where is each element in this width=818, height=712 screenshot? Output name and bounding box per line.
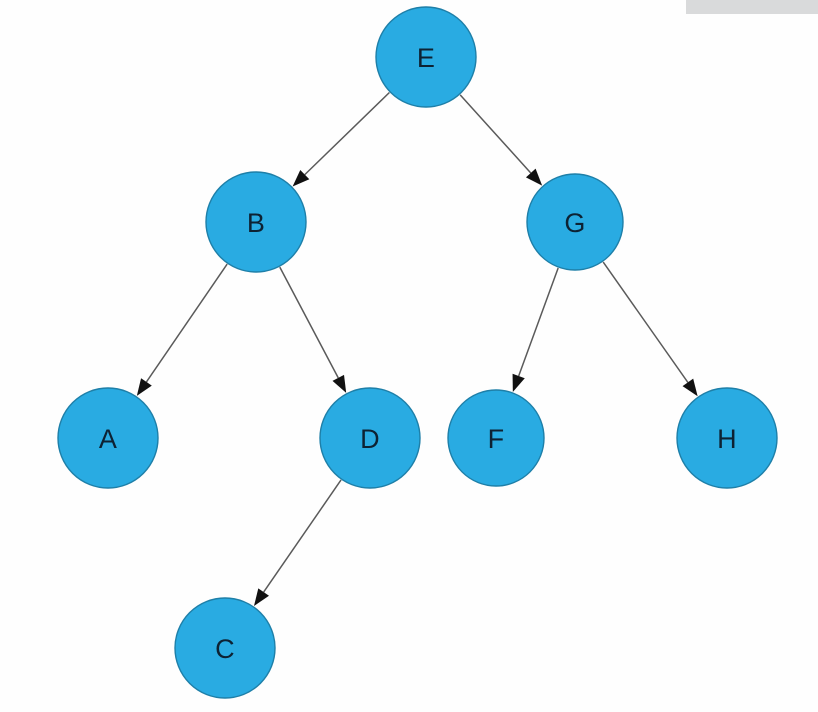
node-circle[interactable] (57, 387, 159, 489)
edges-layer (136, 91, 698, 607)
edge-g-to-f (512, 267, 559, 392)
edge-d-to-c (253, 479, 342, 607)
edge-e-to-b (292, 91, 390, 187)
node-label: D (360, 424, 380, 454)
edge-line (304, 91, 390, 176)
node-circle[interactable] (676, 387, 778, 489)
edge-g-to-h (602, 261, 698, 397)
tree-node-f[interactable]: F (447, 389, 545, 487)
tree-node-g[interactable]: G (526, 173, 624, 271)
node-circle[interactable] (375, 6, 477, 108)
arrowhead-icon (332, 374, 347, 393)
node-circle[interactable] (447, 389, 545, 487)
edge-b-to-d (279, 266, 347, 393)
edge-e-to-g (459, 94, 543, 186)
edge-b-to-a (136, 263, 228, 396)
edge-line (145, 263, 228, 383)
arrowhead-icon (512, 373, 525, 392)
arrowhead-icon (253, 588, 269, 607)
nodes-layer: E B G A D F H C (57, 6, 778, 699)
edge-line (602, 261, 689, 383)
tree-node-b[interactable]: B (205, 171, 307, 273)
node-label: H (717, 424, 737, 454)
node-label: C (215, 634, 235, 664)
node-circle[interactable] (526, 173, 624, 271)
node-label: E (417, 43, 435, 73)
tree-node-e[interactable]: E (375, 6, 477, 108)
node-circle[interactable] (205, 171, 307, 273)
arrowhead-icon (682, 378, 698, 397)
edge-line (517, 267, 559, 377)
node-circle[interactable] (319, 387, 421, 489)
edge-line (279, 266, 339, 379)
tree-node-a[interactable]: A (57, 387, 159, 489)
arrowhead-icon (525, 168, 543, 186)
arrowhead-icon (136, 378, 152, 396)
arrowhead-icon (292, 169, 310, 187)
node-label: B (247, 208, 265, 238)
tree-node-d[interactable]: D (319, 387, 421, 489)
edge-line (459, 94, 532, 174)
node-circle[interactable] (174, 597, 276, 699)
edge-line (263, 479, 342, 593)
tree-node-h[interactable]: H (676, 387, 778, 489)
node-label: F (488, 424, 505, 454)
node-label: A (99, 424, 117, 454)
tree-node-c[interactable]: C (174, 597, 276, 699)
node-label: G (564, 208, 585, 238)
